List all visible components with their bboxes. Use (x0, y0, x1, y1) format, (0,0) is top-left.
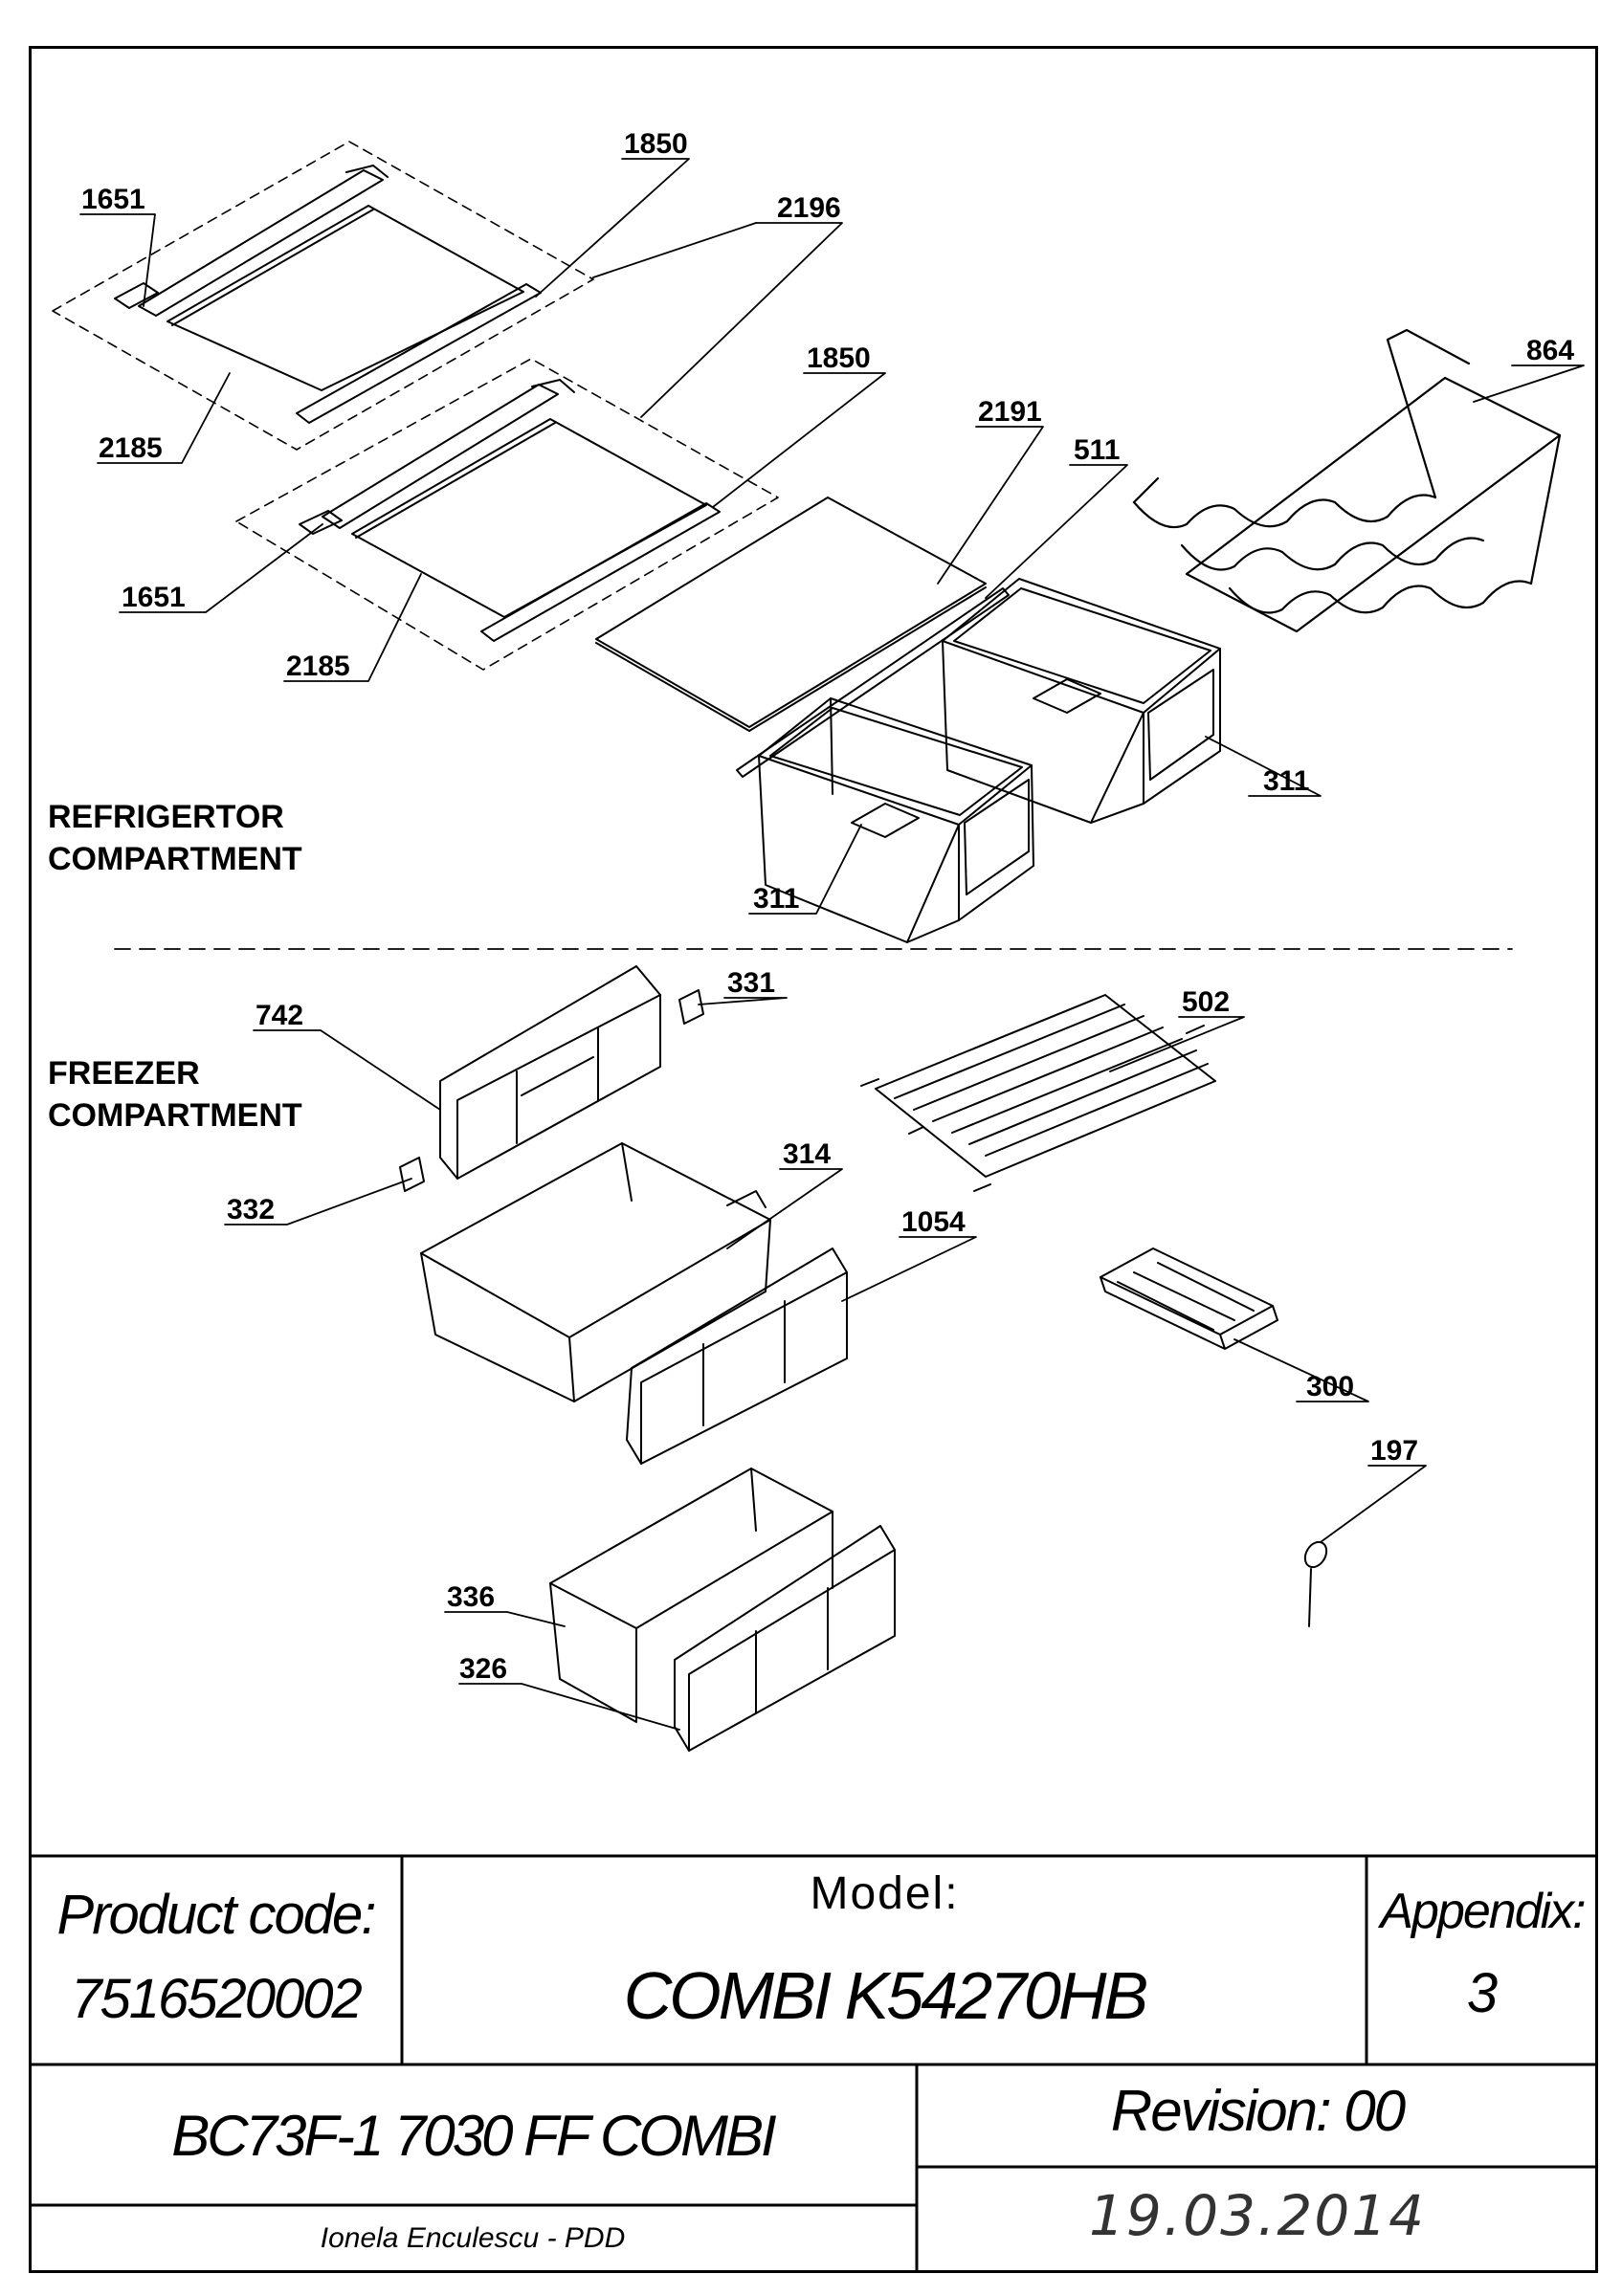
callout-197: 197 (1370, 1435, 1418, 1467)
callout-1850-lower: 1850 (807, 342, 871, 374)
callout-502: 502 (1182, 986, 1230, 1018)
callout-2185-lower: 2185 (286, 651, 350, 682)
crisper-drawer-back (942, 578, 1221, 824)
callout-311-back: 311 (1263, 765, 1309, 797)
callout-314: 314 (783, 1138, 831, 1170)
leader-lines (79, 158, 1585, 1731)
shelf-group-upper-outline (52, 141, 594, 451)
freezer-label-line1: FREEZER (48, 1055, 200, 1092)
freezer-drawer-lower-front (674, 1525, 896, 1752)
ice-cube-tray (1100, 1247, 1278, 1350)
bottle-rack (1132, 328, 1562, 633)
callout-2185-upper: 2185 (99, 432, 163, 464)
flap-clip-right (678, 989, 704, 1025)
freezer-label-line2: COMPARTMENT (48, 1097, 302, 1134)
product-code-value: 7516520002 (71, 1968, 363, 2030)
refrigerator-label-line2: COMPARTMENT (48, 841, 302, 877)
callout-1850-upper: 1850 (624, 128, 688, 160)
callout-2196: 2196 (777, 192, 841, 224)
callout-331: 331 (727, 967, 775, 999)
callout-864: 864 (1526, 335, 1574, 366)
callout-2191: 2191 (978, 396, 1042, 428)
freezer-compartment-label: FREEZER COMPARTMENT (48, 1052, 302, 1137)
revision-date: 19.03.2014 (1088, 2183, 1427, 2248)
freezer-flap (439, 965, 661, 1180)
callout-1054: 1054 (901, 1206, 966, 1238)
freezer-drawer-upper-front (626, 1247, 848, 1465)
flap-clip-left (399, 1157, 425, 1192)
callout-300: 300 (1306, 1371, 1354, 1402)
model-label: Model: (810, 1868, 960, 1919)
callout-742: 742 (256, 1000, 303, 1031)
appendix-value: 3 (1466, 1962, 1499, 2024)
model-value: COMBI K54270HB (623, 1958, 1148, 2033)
shelf-group-lower-outline (235, 358, 779, 671)
callout-311-front: 311 (753, 883, 799, 915)
author: Ionela Enculescu - PDD (320, 2222, 626, 2254)
glass-shelf-lower (299, 379, 721, 642)
glass-plate (595, 497, 987, 732)
callout-336: 336 (447, 1581, 495, 1613)
callout-1651-lower: 1651 (122, 582, 186, 613)
glass-shelf-upper (114, 165, 542, 424)
revision: Revision: 00 (1110, 2079, 1406, 2143)
callout-326: 326 (459, 1653, 507, 1685)
freezer-wire-shelf (860, 994, 1216, 1192)
ice-scoop (1303, 1540, 1328, 1627)
refrigerator-label-line1: REFRIGERTOR (48, 799, 284, 835)
callout-511: 511 (1074, 434, 1120, 466)
crisper-drawer-front (758, 697, 1034, 943)
appendix-label: Appendix: (1380, 1884, 1586, 1939)
refrigerator-compartment-label: REFRIGERTOR COMPARTMENT (48, 796, 302, 880)
shelf-trim (736, 587, 1010, 778)
drawing-frame (29, 46, 1598, 2273)
product-code-label: Product code: (56, 1884, 377, 1946)
callout-332: 332 (227, 1194, 275, 1225)
title-block-grid (29, 1854, 1598, 2273)
freezer-drawer-upper (420, 1142, 771, 1402)
drawing-name: BC73F-1 7030 FF COMBI (171, 2104, 776, 2168)
callout-1651-upper: 1651 (81, 184, 145, 215)
freezer-drawer-lower (549, 1468, 833, 1723)
